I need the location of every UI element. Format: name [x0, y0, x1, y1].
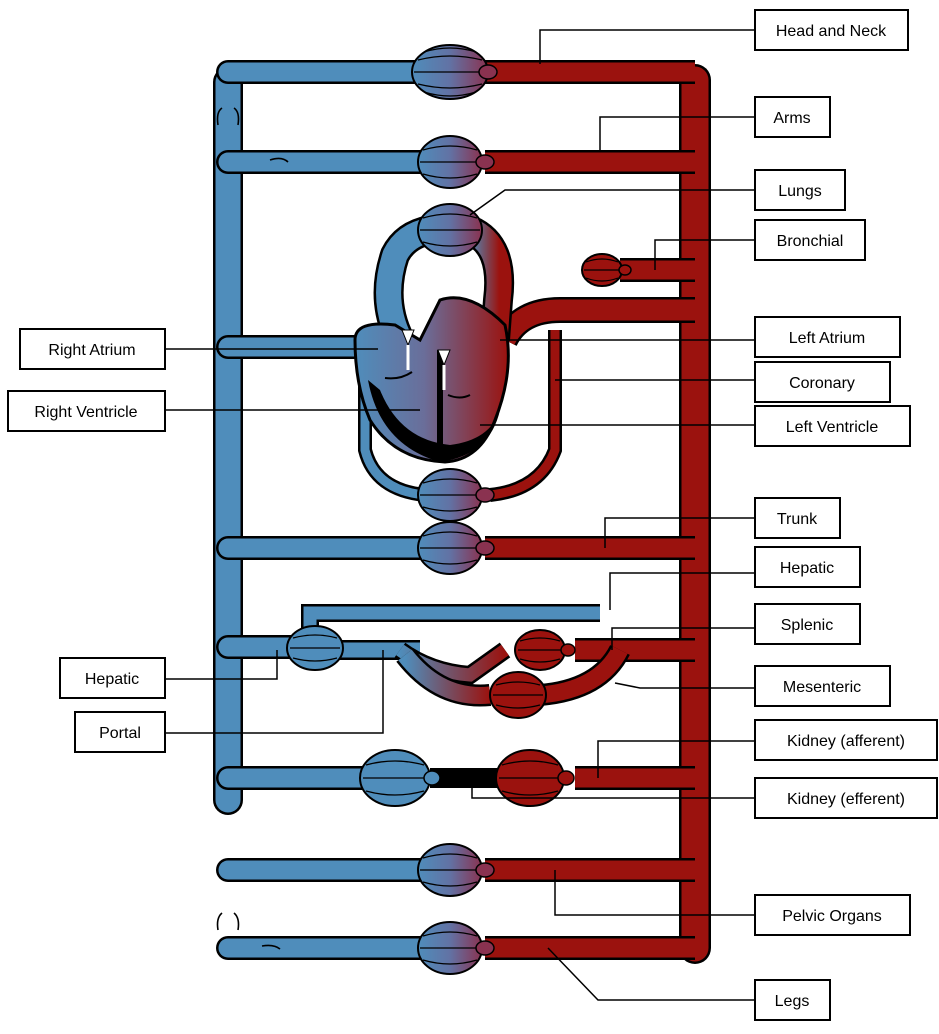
heart [355, 230, 508, 462]
capillary-head-neck [412, 45, 497, 99]
label-kidney-afferent: Kidney (afferent) [755, 720, 937, 760]
label-portal: Portal [75, 712, 165, 752]
label-splenic: Splenic [755, 604, 860, 644]
label-right-atrium: Right Atrium [20, 329, 165, 369]
svg-text:Pelvic Organs: Pelvic Organs [782, 908, 882, 925]
label-coronary: Coronary [755, 362, 890, 402]
capillary-pelvic [418, 844, 494, 896]
capillary-liver [287, 626, 343, 670]
svg-text:Legs: Legs [775, 993, 810, 1010]
svg-text:Trunk: Trunk [777, 511, 818, 528]
capillary-beds [287, 45, 631, 974]
label-bronchial: Bronchial [755, 220, 865, 260]
label-hepatic-vein: Hepatic [60, 658, 165, 698]
svg-text:Lungs: Lungs [778, 183, 822, 200]
svg-text:Head and Neck: Head and Neck [776, 23, 887, 40]
svg-text:Kidney (efferent): Kidney (efferent) [787, 791, 905, 808]
label-pelvic-organs: Pelvic Organs [755, 895, 910, 935]
capillary-splenic [515, 630, 575, 670]
capillary-lungs [418, 204, 482, 256]
svg-text:Mesenteric: Mesenteric [783, 679, 861, 696]
svg-text:Kidney (afferent): Kidney (afferent) [787, 733, 905, 750]
svg-text:Right Ventricle: Right Ventricle [34, 404, 137, 421]
svg-text:Portal: Portal [99, 725, 141, 742]
svg-text:Coronary: Coronary [789, 375, 855, 392]
label-trunk: Trunk [755, 498, 840, 538]
label-head-and-neck: Head and Neck [755, 10, 908, 50]
label-left-atrium: Left Atrium [755, 317, 900, 357]
arterial-vessels [365, 72, 695, 948]
capillary-arms [418, 136, 494, 188]
capillary-coronary [418, 469, 494, 521]
svg-text:Right Atrium: Right Atrium [48, 342, 135, 359]
label-right-ventricle: Right Ventricle [8, 391, 165, 431]
svg-text:Hepatic: Hepatic [780, 560, 834, 577]
svg-text:Left Atrium: Left Atrium [789, 330, 865, 347]
capillary-legs [418, 922, 494, 974]
label-left-ventricle: Left Ventricle [755, 406, 910, 446]
label-legs: Legs [755, 980, 830, 1020]
label-arms: Arms [755, 97, 830, 137]
label-lungs: Lungs [755, 170, 845, 210]
svg-text:Left Ventricle: Left Ventricle [786, 419, 879, 436]
capillary-trunk [418, 522, 494, 574]
capillary-kidney-efferent [360, 750, 440, 806]
svg-text:Arms: Arms [773, 110, 810, 127]
svg-text:Splenic: Splenic [781, 617, 833, 634]
label-mesenteric: Mesenteric [755, 666, 890, 706]
svg-text:Bronchial: Bronchial [777, 233, 844, 250]
label-kidney-efferent: Kidney (efferent) [755, 778, 937, 818]
label-hepatic-artery: Hepatic [755, 547, 860, 587]
svg-text:Hepatic: Hepatic [85, 671, 139, 688]
venous-return-vessels [218, 72, 601, 949]
capillary-mesenteric [490, 672, 546, 718]
